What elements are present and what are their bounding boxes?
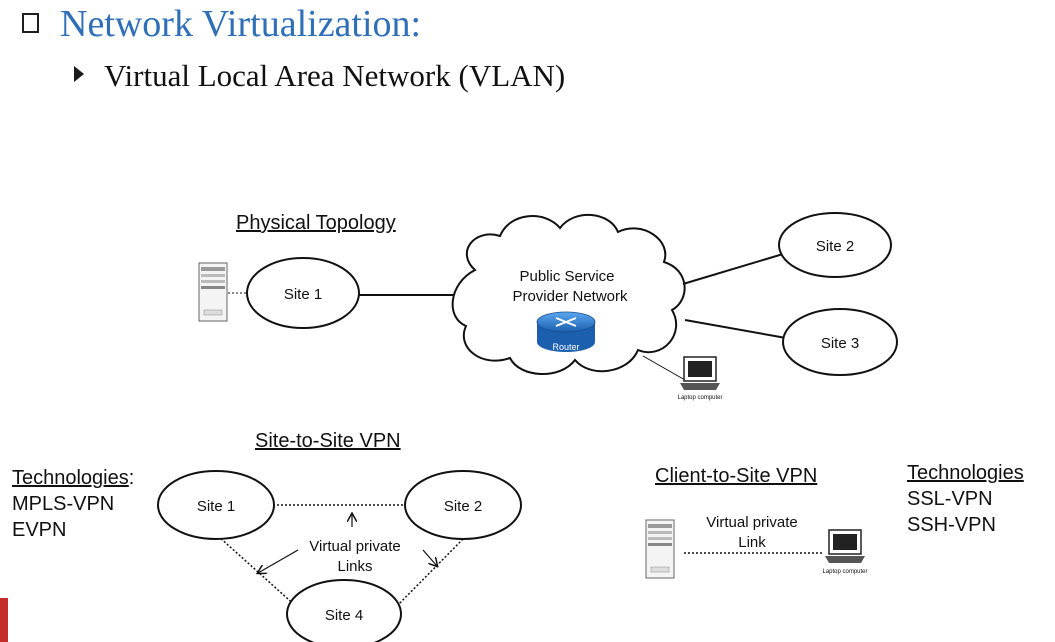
cloud-label-line2: Provider Network [512, 288, 628, 305]
cloud-laptop-link [642, 355, 686, 381]
server-icon [198, 262, 228, 322]
c2s-link-label-line1: Virtual private [706, 514, 797, 531]
s2s-site4-label: Site 4 [325, 607, 363, 624]
c2s-server-icon [645, 519, 675, 579]
tech-left-block: Technologies: MPLS-VPN EVPN [12, 465, 134, 543]
tech-right-item: SSL-VPN [907, 488, 993, 510]
physical-site3-node [782, 308, 898, 376]
tech-left-colon: : [128, 467, 135, 489]
c2s-heading: Client-to-Site VPN [655, 465, 817, 487]
s2s-link-2-4 [394, 538, 464, 609]
physical-site1-label: Site 1 [284, 286, 322, 303]
s2s-site2-label: Site 2 [444, 498, 482, 515]
tech-left-heading: Technologies [12, 467, 129, 489]
laptop-caption: Laptop computer [677, 395, 722, 401]
tech-left-item: MPLS-VPN [12, 493, 115, 515]
physical-site3-label: Site 3 [821, 335, 859, 352]
logo-fragment [0, 598, 8, 642]
tech-right-item: SSH-VPN [907, 514, 996, 536]
title-bullet-box [22, 13, 39, 33]
tech-right-block: Technologies SSL-VPN SSH-VPN [907, 460, 1024, 538]
router-label: Router [552, 342, 579, 352]
s2s-heading: Site-to-Site VPN [255, 430, 401, 452]
cloud-label-line1: Public Service [519, 268, 614, 285]
c2s-laptop-icon [825, 529, 865, 563]
c2s-link-label-line2: Link [738, 534, 766, 551]
physical-topology-heading: Physical Topology [236, 212, 396, 234]
page-title: Network Virtualization: [60, 3, 422, 45]
s2s-site4-node [286, 579, 402, 642]
cloud-site2-link [682, 253, 784, 285]
tech-left-heading-row: Technologies: [12, 465, 134, 491]
tech-right-heading: Technologies [907, 462, 1024, 484]
s2s-site1-node [157, 470, 275, 540]
physical-site2-node [778, 212, 892, 278]
laptop-icon [680, 356, 720, 390]
physical-site2-label: Site 2 [816, 238, 854, 255]
s2s-links-label-line2: Links [337, 558, 372, 575]
s2s-link-1-4 [217, 535, 299, 609]
tech-left-item: EVPN [12, 519, 67, 541]
physical-site1-node [246, 257, 360, 329]
bullet-arrow-icon [74, 66, 84, 82]
c2s-laptop-caption: Laptop computer [822, 569, 867, 575]
router-icon: Router [536, 311, 596, 352]
s2s-links-label-line1: Virtual private [309, 538, 400, 555]
s2s-arrow-left [258, 549, 299, 573]
provider-cloud [451, 214, 686, 375]
cloud-site3-link [684, 319, 787, 339]
s2s-site2-node [404, 470, 522, 540]
s2s-site1-label: Site 1 [197, 498, 235, 515]
page-subtitle: Virtual Local Area Network (VLAN) [104, 58, 566, 93]
s2s-arrow-right [422, 549, 437, 566]
